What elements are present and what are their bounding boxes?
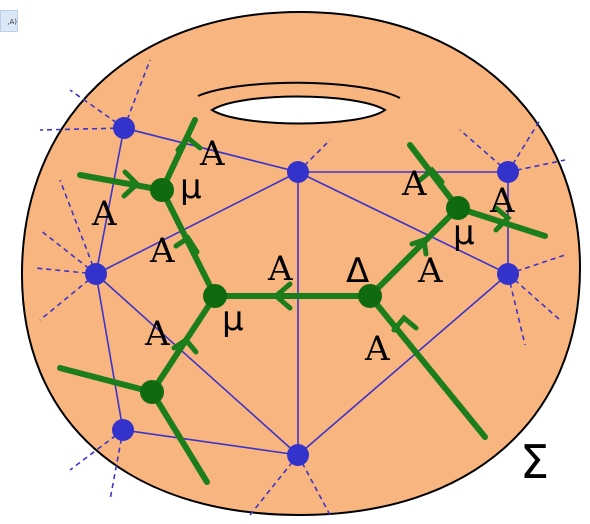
dual-graph: [57, 117, 548, 485]
vertex-label-mu: μ: [180, 167, 202, 207]
edge-label: A: [144, 314, 170, 354]
mesh-vertices: [85, 117, 519, 466]
vertex-label-mu: μ: [222, 299, 244, 339]
mesh-spoke: [507, 273, 526, 346]
mesh-vertex: [287, 161, 309, 183]
surface-label: Σ: [520, 435, 549, 489]
mesh-vertex: [113, 117, 135, 139]
mesh-vertex: [287, 444, 309, 466]
dual-vertex: [140, 380, 164, 404]
edge-label: A: [401, 164, 427, 204]
arrow-head: [417, 166, 445, 185]
torus-hole-rim: [197, 81, 401, 99]
mesh-vertex: [85, 263, 107, 285]
arrow-head: [272, 281, 293, 311]
dual-vertex: [203, 284, 227, 308]
arrow-head: [493, 205, 512, 233]
edge-label: A: [199, 134, 225, 174]
mesh-vertex: [497, 263, 519, 285]
labels: A A μ A A μ A Δ A A A μ A Σ: [91, 134, 549, 489]
mesh-spoke: [249, 454, 299, 516]
mesh-edge: [297, 273, 509, 456]
mesh-spoke: [297, 139, 331, 173]
mesh-vertex: [497, 161, 519, 183]
edge-label: A: [91, 194, 117, 234]
vertex-label-mu: μ: [453, 213, 475, 253]
edge-label: A: [149, 231, 175, 271]
torus-surface: [20, 10, 582, 517]
dual-edge: [367, 293, 488, 440]
mesh-spoke: [39, 229, 97, 275]
dual-vertices: [140, 178, 470, 404]
dual-vertex: [150, 178, 174, 202]
mesh-spoke: [297, 454, 331, 516]
corner-tag: ,A): [0, 10, 18, 32]
dual-edge: [159, 117, 198, 193]
dual-vertex: [358, 284, 382, 308]
edge-label: A: [267, 249, 293, 289]
arrow-head: [391, 314, 419, 333]
arrow-head: [175, 134, 203, 153]
mesh-edge: [95, 127, 125, 275]
mesh-spoke: [507, 273, 561, 321]
mesh-spoke: [39, 273, 97, 321]
dual-edge: [407, 142, 461, 211]
arrow-head: [173, 234, 200, 255]
dual-edge: [57, 365, 155, 395]
dual-edge: [367, 205, 461, 299]
mesh-edge: [95, 171, 299, 275]
dual-edge: [149, 389, 210, 485]
dual-edge: [77, 172, 165, 193]
mesh-edge: [122, 429, 299, 456]
edge-label: A: [489, 181, 515, 221]
mesh-vertex: [112, 419, 134, 441]
edge-label: A: [417, 251, 443, 291]
mesh-spoke: [109, 429, 124, 501]
torus-hole: [210, 95, 387, 125]
arrow-head: [409, 236, 429, 257]
mesh-spoke: [123, 59, 151, 129]
mesh-spoke: [69, 89, 125, 129]
mesh-edge: [123, 127, 299, 173]
arrow-head: [171, 336, 199, 355]
vertex-label-delta: Δ: [346, 251, 369, 291]
arrow-head: [121, 169, 141, 199]
torus-body: [20, 10, 582, 517]
mesh-spoke: [59, 179, 97, 275]
mesh-edge: [297, 171, 509, 275]
edge-label: A: [364, 329, 390, 369]
dual-vertex: [446, 196, 470, 220]
mesh-edge: [95, 273, 299, 456]
mesh-spoke: [69, 429, 124, 471]
mesh-edge: [95, 273, 124, 431]
